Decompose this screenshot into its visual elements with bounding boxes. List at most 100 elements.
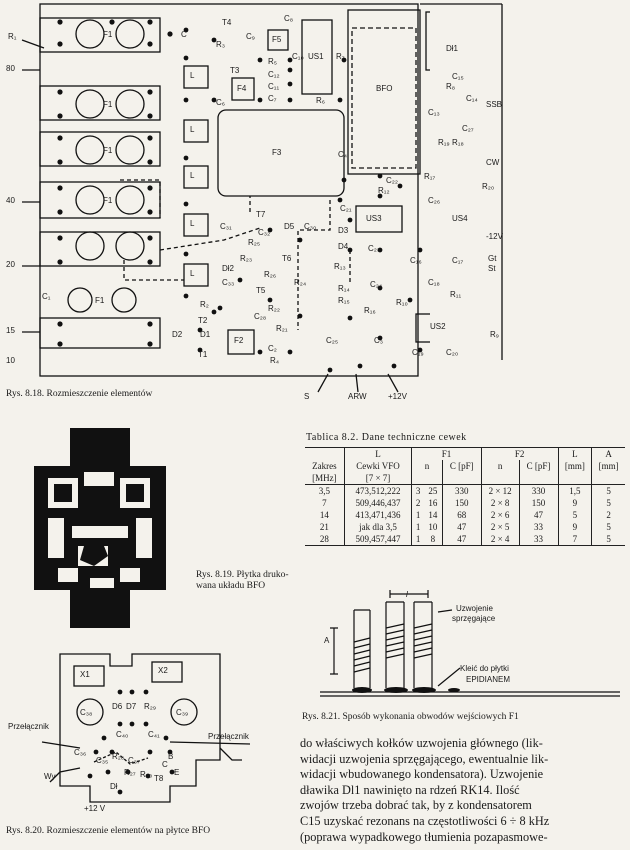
label-f1: F1 [103,146,113,155]
label-dl1: Dł1 [446,44,459,53]
label-c37: C₃₇ [128,756,140,765]
text-line: widacji uzwojenia sprzęgającego, ewentua… [300,751,549,766]
label-c: C [181,30,187,39]
label-c39: C₃₉ [176,708,189,717]
label-r8: R₈ [446,82,456,91]
label-c18: C₁₈ [428,278,440,287]
text-line: zwojów trzeba dobrać tak, by z kondensat… [300,798,532,813]
figure-8-21-caption: Rys. 8.21. Sposób wykonania obwodów wejś… [302,712,519,722]
label-c19: C₁₉ [412,348,424,357]
label-uzwojenie-line2: sprzęgające [452,614,496,623]
label-dl: Dł [110,782,118,791]
label-f1: F1 [103,30,113,39]
label-10: 10 [6,356,15,365]
label-st: St [488,264,496,273]
th-zakres [305,447,345,460]
label-r2: R₂ [200,300,209,309]
coil-construction-drawing [320,590,620,697]
label-us3: US3 [366,214,382,223]
label-c15: C₁₅ [452,72,464,81]
th-f1: F1 [411,447,482,460]
label-c31: C₃₁ [220,222,232,231]
label-80: 80 [6,64,15,73]
label-r26: R₂₆ [264,270,277,279]
th-mm: [mm] [557,460,592,472]
label-r12: R₁₂ [378,186,390,195]
pcb-right-column [420,3,503,360]
label-us2: US2 [430,322,446,331]
label-l-dim: l [406,590,408,599]
text-line: C15 uzyskać rezonans na częstotliwości 6… [300,813,550,828]
label-plus12v-bfo: +12 V [84,804,106,813]
figure-8-18-caption: Rys. 8.18. Rozmieszczenie elementów [6,389,153,399]
label-f4: F4 [237,84,247,93]
label-d6: D6 [112,702,123,711]
label-c4: C₄ [338,150,348,159]
label-c24: C₂₄ [370,280,383,289]
label-t8: T8 [154,774,164,783]
coil-data-table: L F1 F2 L A Zakres Cewki VFO n C [pF] n … [305,447,625,546]
label-c17: C₁₇ [452,256,464,265]
label-r16: R₁₆ [364,306,376,315]
label-c16: C₁₆ [410,256,422,265]
th-n: n [411,460,443,472]
label-r13: R₁₃ [334,262,346,271]
label-c2: C₂ [268,344,277,353]
label-c: C [162,760,168,769]
label-r7: R₇ [336,52,345,61]
label-c21: C₂₁ [340,204,352,213]
label-b: B [168,752,174,761]
label-c27: C₂₇ [462,124,474,133]
label-r5: R₅ [268,57,277,66]
label-r1: R₁ [8,32,17,41]
figure-8-20-caption: Rys. 8.20. Rozmieszczenie elementów na p… [6,826,211,836]
label-l: L [190,269,195,278]
label-c38: C₃₈ [80,708,93,717]
label-kleic-line1: Klеić do płytki [460,664,509,673]
pcb-layout-diagram [21,3,430,393]
th-acol: A [591,447,625,460]
label-r9: R₉ [490,330,499,339]
label-r21: R₂₁ [276,324,288,333]
label-c11: C₁₁ [268,82,280,91]
label-d3: D3 [338,226,349,235]
label-c8: C₈ [284,14,294,23]
label-f1: F1 [103,100,113,109]
label-c33: C₃₃ [222,278,235,287]
label-plus12v: +12V [388,392,407,401]
label-przelacznik-right: Przełącznik [208,732,249,741]
label-r3: R₃ [216,40,226,49]
label-r14: R₁₄ [338,284,350,293]
label-f1: F1 [103,196,113,205]
label-r6: R₆ [316,96,326,105]
label-wy: Wy [44,772,56,781]
label-uzwojenie-line1: Uzwojenie [456,604,493,613]
label-r15: R₁₅ [338,296,350,305]
label-c32: C₃₂ [258,228,271,237]
label-gt: Gt [488,254,497,263]
label-minus12v: -12V [486,232,503,241]
label-a-dim: A [324,636,330,645]
label-r23: R₂₃ [240,254,253,263]
label-r22: R₂₂ [268,304,280,313]
th-cpf2: C [pF] [518,460,558,472]
label-r25: R₂₅ [248,238,261,247]
label-f2: F2 [234,336,244,345]
label-c6: C₆ [216,98,226,107]
th-lcol: L [557,447,592,460]
bfo-board-layout [41,653,251,803]
label-l: L [190,219,195,228]
label-20: 20 [6,260,15,269]
label-r27: R₂₇ [124,768,136,777]
label-c7: C₇ [268,94,277,103]
figure-8-19-caption-line2: wana układu BFO [196,581,266,591]
label-f5: F5 [272,35,282,44]
label-r30: R₃₀ [140,770,153,779]
label-40: 40 [6,196,15,205]
th-mm2: [mm] [591,460,625,472]
label-d4: D4 [338,242,349,251]
th-zakres-text: Zakres [312,461,337,471]
label-15: 15 [6,326,15,335]
